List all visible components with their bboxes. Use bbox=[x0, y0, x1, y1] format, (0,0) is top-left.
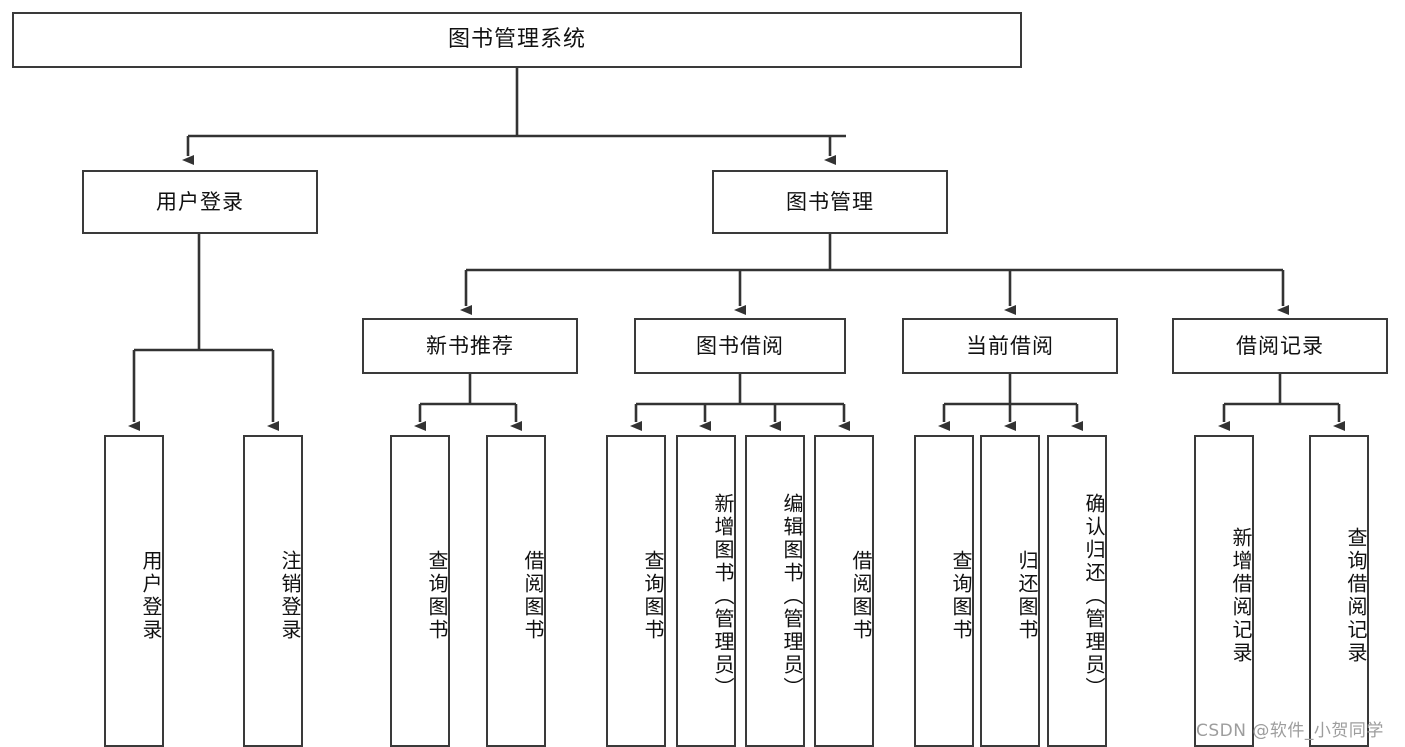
leaf-label: 借阅图书 bbox=[849, 550, 873, 642]
node-book-management[interactable]: 图书管理 bbox=[712, 170, 948, 234]
node-root[interactable]: 图书管理系统 bbox=[12, 12, 1022, 68]
leaf-label: 查询图书 bbox=[425, 550, 449, 642]
leaf-label: 借阅图书 bbox=[521, 550, 545, 642]
leaf-borrow-edit-book-admin[interactable]: 编辑图书（管理员） bbox=[745, 435, 805, 747]
node-borrow-records-label: 借阅记录 bbox=[1236, 333, 1324, 358]
leaf-records-add-record[interactable]: 新增借阅记录 bbox=[1194, 435, 1254, 747]
leaf-borrow-query-book[interactable]: 查询图书 bbox=[606, 435, 666, 747]
leaf-label: 归还图书 bbox=[1015, 550, 1039, 642]
leaf-borrow-borrow-book[interactable]: 借阅图书 bbox=[814, 435, 874, 747]
leaf-label: 用户登录 bbox=[139, 550, 163, 642]
node-user-login[interactable]: 用户登录 bbox=[82, 170, 318, 234]
leaf-label: 查询借阅记录 bbox=[1344, 527, 1368, 665]
leaf-current-query-book[interactable]: 查询图书 bbox=[914, 435, 974, 747]
node-book-borrow[interactable]: 图书借阅 bbox=[634, 318, 846, 374]
leaf-label: 编辑图书（管理员） bbox=[780, 492, 804, 700]
leaf-label: 新增借阅记录 bbox=[1229, 527, 1253, 665]
leaf-recommend-borrow-book[interactable]: 借阅图书 bbox=[486, 435, 546, 747]
node-new-book-recommend-label: 新书推荐 bbox=[426, 333, 514, 358]
leaf-label: 注销登录 bbox=[278, 550, 302, 642]
leaf-user-login-logout[interactable]: 注销登录 bbox=[243, 435, 303, 747]
leaf-records-query-record[interactable]: 查询借阅记录 bbox=[1309, 435, 1369, 747]
node-current-borrow[interactable]: 当前借阅 bbox=[902, 318, 1118, 374]
leaf-current-return-book[interactable]: 归还图书 bbox=[980, 435, 1040, 747]
node-book-borrow-label: 图书借阅 bbox=[696, 333, 784, 358]
leaf-label: 新增图书（管理员） bbox=[711, 492, 735, 700]
leaf-recommend-query-book[interactable]: 查询图书 bbox=[390, 435, 450, 747]
leaf-user-login-login[interactable]: 用户登录 bbox=[104, 435, 164, 747]
node-book-management-label: 图书管理 bbox=[786, 189, 874, 214]
node-borrow-records[interactable]: 借阅记录 bbox=[1172, 318, 1388, 374]
leaf-label: 查询图书 bbox=[641, 550, 665, 642]
leaf-label: 查询图书 bbox=[949, 550, 973, 642]
node-root-label: 图书管理系统 bbox=[447, 27, 586, 53]
node-current-borrow-label: 当前借阅 bbox=[966, 333, 1054, 358]
node-new-book-recommend[interactable]: 新书推荐 bbox=[362, 318, 578, 374]
watermark-text: CSDN @软件_小贺同学 bbox=[1196, 721, 1384, 741]
leaf-borrow-add-book-admin[interactable]: 新增图书（管理员） bbox=[676, 435, 736, 747]
node-user-login-label: 用户登录 bbox=[156, 189, 244, 214]
leaf-current-confirm-return-admin[interactable]: 确认归还（管理员） bbox=[1047, 435, 1107, 747]
leaf-label: 确认归还（管理员） bbox=[1082, 492, 1106, 700]
